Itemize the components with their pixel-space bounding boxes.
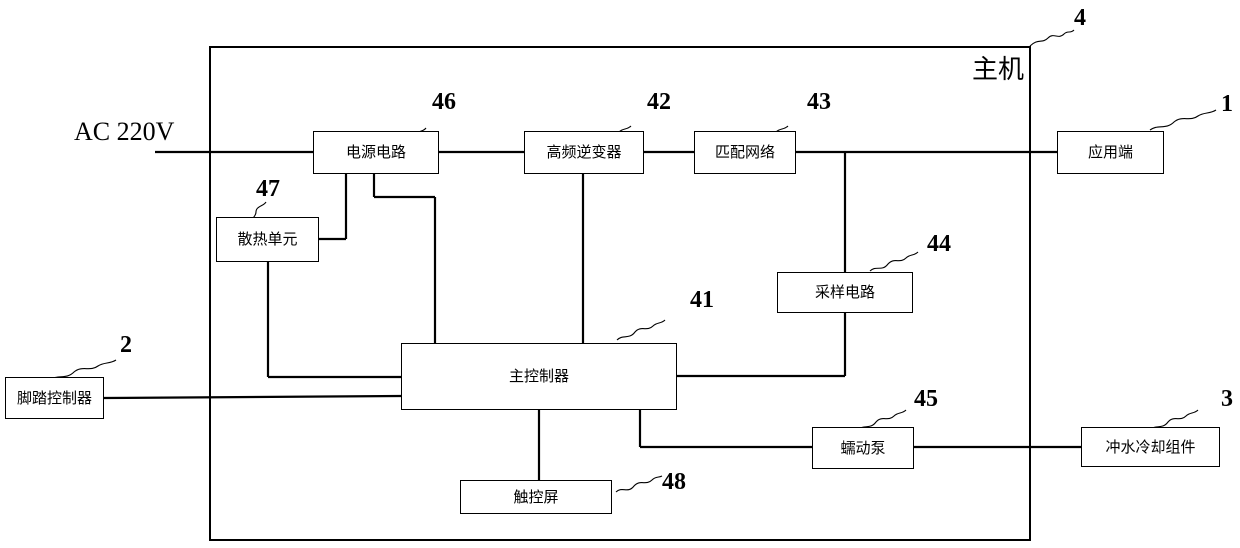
application-end-number: 1 — [1221, 92, 1233, 116]
power-circuit-number: 46 — [432, 90, 456, 114]
sampling-circuit-number: 44 — [927, 232, 951, 256]
leader-44 — [870, 252, 918, 271]
peristaltic-pump-number: 45 — [914, 387, 938, 411]
leader-1 — [1150, 110, 1216, 130]
connection-wires — [104, 152, 1081, 480]
matching-network-number: 43 — [807, 90, 831, 114]
foot-controller-number: 2 — [120, 333, 132, 357]
flush-cooling-number: 3 — [1221, 387, 1233, 411]
host-label: 主机 — [972, 55, 1024, 85]
main-controller-number: 41 — [690, 288, 714, 312]
ac-input-label: AC 220V — [74, 117, 174, 147]
leader-41 — [617, 320, 665, 340]
touch-screen-box: 触控屏 — [460, 480, 612, 514]
flush-cooling-box: 冲水冷却组件 — [1081, 427, 1220, 467]
sampling-circuit-box: 采样电路 — [777, 272, 913, 313]
touch-screen-number: 48 — [662, 470, 686, 494]
heat-dissipation-box: 散热单元 — [216, 217, 319, 262]
matching-network-box: 匹配网络 — [694, 131, 796, 174]
foot-controller-box: 脚踏控制器 — [5, 377, 104, 419]
application-end-box: 应用端 — [1057, 131, 1164, 174]
peristaltic-pump-box: 蠕动泵 — [812, 427, 914, 469]
leader-4 — [1030, 30, 1074, 46]
wire-foot-ctrl — [104, 396, 401, 398]
hf-inverter-number: 42 — [647, 90, 671, 114]
power-circuit-box: 电源电路 — [313, 131, 439, 174]
heat-dissipation-number: 47 — [256, 177, 280, 201]
leader-48 — [616, 476, 662, 492]
host-number: 4 — [1074, 6, 1086, 30]
main-controller-box: 主控制器 — [401, 343, 677, 410]
hf-inverter-box: 高频逆变器 — [524, 131, 644, 174]
